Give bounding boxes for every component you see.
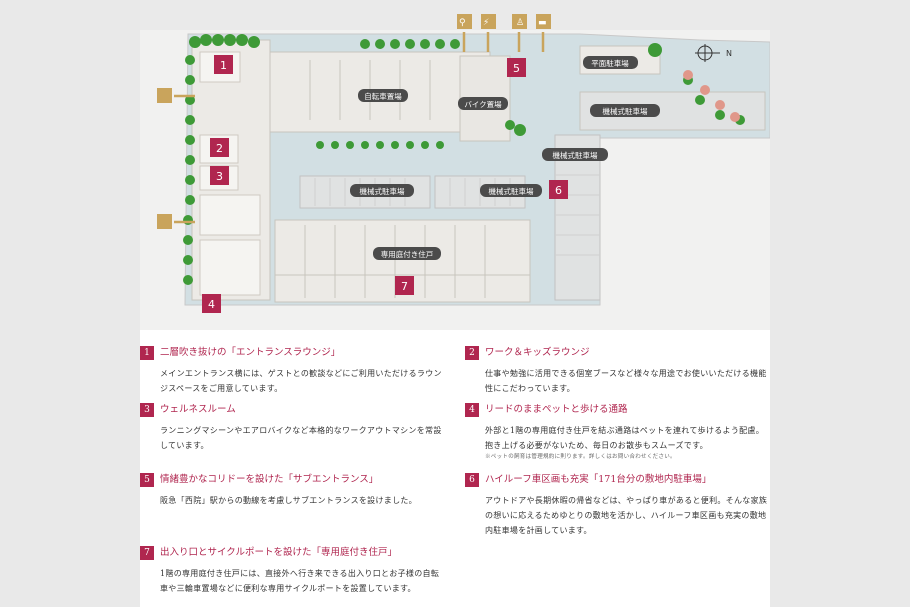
marker-1 — [214, 55, 233, 74]
legend-desc: ランニングマシーンやエアロバイクなど本格的なワークアウトマシンを常設しています。 — [160, 426, 442, 450]
legend-desc: アウトドアや長期休暇の帰省などは、やっぱり車があると便利。そんな家族の想いに応え… — [485, 496, 768, 535]
room-west-unit — [199, 239, 261, 296]
tree-hedges — [183, 34, 745, 285]
marker-3 — [210, 166, 229, 185]
svg-text:1: 1 — [220, 59, 227, 72]
legend-desc: メインエントランス横には、ゲストとの歓談などにご利用いただけるラウンジスペースを… — [160, 369, 442, 393]
label-pill — [542, 148, 608, 161]
legend-title: ウェルネスルーム — [160, 404, 236, 415]
compass-label: N — [726, 49, 732, 58]
label-flat-parking: 平面駐車場 — [591, 58, 629, 68]
walk-icon — [157, 88, 172, 103]
legend-number: 5 — [140, 473, 154, 487]
legend-number: 4 — [465, 403, 479, 417]
compass-icon: N — [695, 44, 732, 62]
access-icons-top: ⚲ ⚡ ♙ ▬ — [457, 14, 551, 52]
legend-title: 出入り口とサイクルポートを設けた「専用庭付き住戸」 — [160, 547, 398, 558]
svg-text:5: 5 — [513, 62, 520, 75]
label-pill — [458, 97, 508, 110]
marker-4 — [202, 294, 221, 313]
svg-text:4: 4 — [208, 298, 215, 311]
cherry-trees — [683, 70, 740, 122]
area-labels: 自転車置場 バイク置場 平面駐車場 機械式駐車場 機械式駐車場 機械式駐車場 機… — [350, 56, 660, 260]
facility-legend: 1 二層吹き抜けの「エントランスラウンジ」 メインエントランス横には、ゲストとの… — [140, 338, 770, 607]
label-mech-parking: 機械式駐車場 — [360, 186, 405, 196]
legend-note: ※ペットの飼育は管理規約に則ります。詳しくはお問い合わせください。 — [485, 454, 676, 460]
marker-7 — [395, 276, 414, 295]
legend-title: 二層吹き抜けの「エントランスラウンジ」 — [160, 347, 341, 358]
room-west-unit — [199, 194, 261, 236]
legend-number: 1 — [140, 346, 154, 360]
label-pill — [583, 56, 638, 69]
site-plan-svg: N ⚲ ⚡ ♙ ▬ 自転車置場 バイク置場 平面駐車場 機械式駐車場 機械式駐車場 機… — [140, 0, 771, 330]
svg-text:▬: ▬ — [538, 18, 547, 28]
svg-text:6: 6 — [555, 184, 562, 197]
svg-text:♙: ♙ — [516, 18, 524, 28]
bicycle-icon — [157, 214, 172, 229]
site-plan: N ⚲ ⚡ ♙ ▬ 自転車置場 バイク置場 平面駐車場 機械式駐車場 機械式駐車場 機… — [140, 0, 771, 330]
label-pill — [358, 89, 408, 102]
legend-desc: 1階の専用庭付き住戸には、直接外へ行き来できる出入り口とお子様の自転車や三輪車置… — [160, 569, 440, 593]
svg-text:⚡: ⚡ — [483, 18, 489, 28]
svg-text:2: 2 — [216, 142, 223, 155]
road — [140, 0, 770, 30]
svg-text:7: 7 — [401, 280, 408, 293]
label-pill — [373, 247, 441, 260]
legend-title: リードのままペットと歩ける通路 — [485, 404, 628, 415]
bicycle-icon — [457, 14, 472, 29]
legend-title: 情緒豊かなコリドーを設けた「サブエントランス」 — [160, 474, 379, 485]
legend-number: 3 — [140, 403, 154, 417]
legend-number: 6 — [465, 473, 479, 487]
marker-6 — [549, 180, 568, 199]
mech-parking-column — [554, 134, 601, 301]
walk-icon — [512, 14, 527, 29]
label-mech-parking: 機械式駐車場 — [603, 106, 648, 116]
label-mech-parking: 機械式駐車場 — [553, 150, 598, 160]
scooter-icon — [481, 14, 496, 29]
legend-number: 2 — [465, 346, 479, 360]
legend-desc-text: 外部と1階の専用庭付き住戸を結ぶ通路はペットを連れて歩けるよう配慮。抱き上げる必… — [485, 426, 765, 450]
label-pill — [350, 184, 414, 197]
legend-desc: 阪急「西院」駅からの動線を考慮しサブエントランスを設けました。 — [160, 496, 417, 505]
legend-title: ハイルーフ車区画も充実「171台分の敷地内駐車場」 — [485, 474, 712, 485]
marker-2 — [210, 138, 229, 157]
label-pill — [590, 104, 660, 117]
label-bike-parking: バイク置場 — [464, 99, 502, 109]
legend-desc: 外部と1階の専用庭付き住戸を結ぶ通路はペットを連れて歩けるよう配慮。抱き上げる必… — [485, 423, 770, 462]
entry-arrows — [462, 32, 545, 52]
legend-desc: 仕事や勉強に活用できる個室ブースなど様々な用途でお使いいただける機能性にこだわっ… — [485, 369, 767, 393]
marker-5 — [507, 58, 526, 77]
legend-number: 7 — [140, 546, 154, 560]
svg-text:⚲: ⚲ — [459, 18, 466, 28]
label-private-garden: 専用庭付き住戸 — [381, 249, 434, 259]
label-pill — [480, 184, 542, 197]
legend-title: ワーク＆キッズラウンジ — [485, 347, 590, 358]
label-mech-parking: 機械式駐車場 — [489, 186, 534, 196]
plan-markers: 1 2 3 4 5 6 7 — [202, 55, 568, 313]
car-icon — [536, 14, 551, 29]
svg-text:3: 3 — [216, 170, 223, 183]
label-bicycle-parking: 自転車置場 — [364, 91, 402, 101]
